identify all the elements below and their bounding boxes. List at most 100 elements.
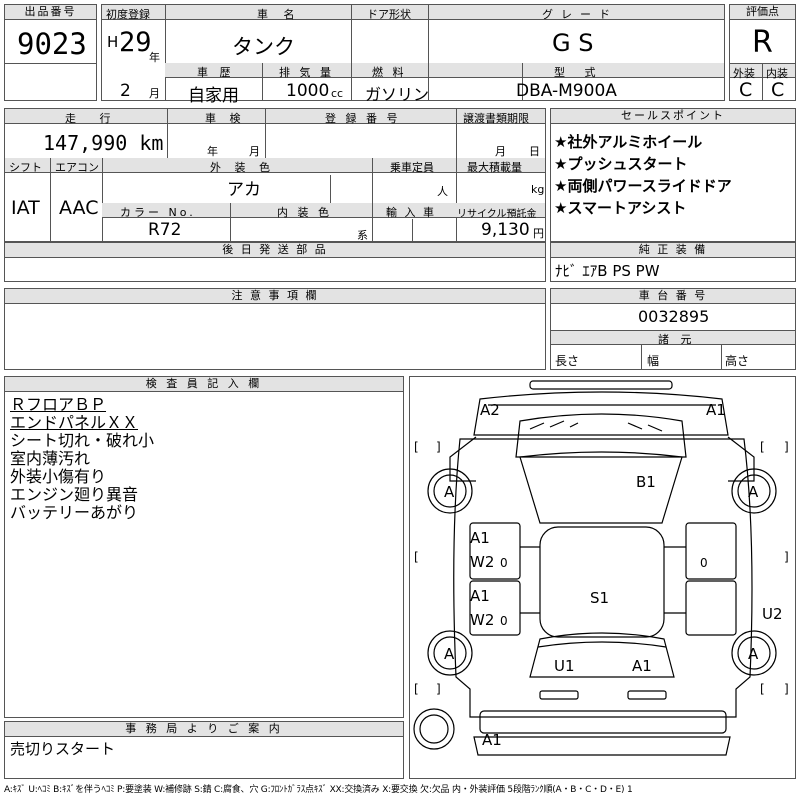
model-value: DBA-M900A — [516, 81, 617, 101]
equipment-value: ﾅﾋﾞ ｴｱB PS PW — [555, 262, 660, 280]
damage-mark: A — [444, 483, 455, 501]
sales-point: ★プッシュスタート — [554, 155, 688, 173]
fuel-value: ガソリン — [365, 85, 430, 104]
damage-mark: A1 — [706, 401, 726, 419]
lot-label: 出品番号 — [5, 5, 96, 20]
chassis-label: 車 台 番 号 — [551, 289, 795, 304]
vehicle-detail-box: 走 行 車 検 登 録 番 号 譲渡書類期限 147,990 km 年 月 月 … — [4, 108, 546, 242]
max-load-label: 最大積載量 — [467, 161, 522, 174]
bracket: ] — [436, 440, 441, 454]
damage-mark: A — [444, 645, 455, 663]
max-load-unit: kg — [531, 183, 545, 196]
inspector-line: 外装小傷有り — [10, 467, 107, 486]
equipment-box: 純 正 装 備 ﾅﾋﾞ ｴｱB PS PW — [550, 242, 796, 282]
chassis-value: 0032895 — [638, 307, 710, 326]
later-parts-box: 後 日 発 送 部 品 — [4, 242, 546, 282]
inspector-box: 検 査 員 記 入 欄 ＲフロアＢＰ エンドパネルＸＸ シート切れ・破れ小 室内… — [4, 376, 404, 718]
car-diagram-box: A2 A1 B1 A A A1 W2 0 A1 W2 0 S1 0 U2 A A… — [409, 376, 796, 779]
history-value: 自家用 — [188, 86, 239, 106]
damage-mark: W2 — [470, 611, 494, 629]
color-no-value: R72 — [148, 220, 182, 240]
notes-label: 注 意 事 項 欄 — [5, 289, 545, 304]
int-grade-label: 内装 — [766, 67, 788, 80]
sales-points-box: セールスポイント ★社外アルミホイール ★プッシュスタート ★両側パワースライド… — [550, 108, 796, 242]
bracket: ] — [784, 440, 789, 454]
recycle-label: リサイクル預託金 — [457, 209, 537, 220]
chassis-box: 車 台 番 号 0032895 諸 元 長さ 幅 高さ — [550, 288, 796, 370]
damage-mark: S1 — [590, 589, 609, 607]
transfer-month-unit: 月 — [495, 145, 506, 158]
recycle-value: 9,130 — [481, 220, 530, 240]
inspection-month-unit: 月 — [249, 145, 260, 158]
damage-mark: 0 — [500, 556, 508, 570]
ext-grade-label: 外装 — [733, 67, 755, 80]
capacity-unit: 人 — [437, 185, 448, 198]
inspector-label: 検 査 員 記 入 欄 — [5, 377, 403, 392]
fuel-label: 燃 料 — [372, 66, 407, 79]
ext-color-label: 外 装 色 — [210, 161, 275, 174]
bracket: [ — [414, 440, 419, 454]
mileage-label: 走 行 — [65, 112, 121, 125]
inspector-line: エンドパネルＸＸ — [10, 413, 139, 432]
transfer-day-unit: 日 — [529, 145, 540, 158]
sales-points-label: セールスポイント — [551, 109, 795, 124]
displacement-unit: cc — [331, 87, 344, 100]
shift-label: シフト — [9, 161, 42, 174]
bracket: ] — [784, 682, 789, 696]
height-label: 高さ — [725, 354, 750, 368]
damage-mark: A1 — [632, 657, 652, 675]
lot-number: 9023 — [17, 27, 87, 61]
inspector-line: シート切れ・破れ小 — [10, 431, 155, 450]
sales-point: ★両側パワースライドドア — [554, 177, 732, 195]
bracket: ] — [436, 682, 441, 696]
main-info-box: 初度登録 車 名 ドア形状 グレード H 29 年 タンク G S 車 歴 排 … — [101, 4, 725, 106]
damage-mark: A2 — [480, 401, 500, 419]
displacement-value: 1000 — [286, 81, 330, 101]
damage-mark: U2 — [762, 605, 783, 623]
displacement-label: 排 気 量 — [279, 66, 334, 79]
damage-mark: A — [748, 483, 759, 501]
lot-box: 出品番号 9023 — [4, 4, 97, 101]
notes-box: 注 意 事 項 欄 — [4, 288, 546, 370]
inspector-line: エンジン廻り異音 — [10, 485, 139, 504]
car-diagram: A2 A1 B1 A A A1 W2 0 A1 W2 0 S1 0 U2 A A… — [413, 380, 789, 756]
first-reg-label: 初度登録 — [106, 8, 150, 21]
bracket: [ — [760, 440, 765, 454]
damage-mark: A — [748, 645, 759, 663]
reg-month: 2 — [120, 81, 131, 101]
legend: A:ｷｽﾞ U:ﾍｺﾐ B:ｷｽﾞを伴うﾍｺﾐ P:要塗装 W:補修跡 S:錆 … — [4, 785, 633, 795]
year-unit: 年 — [149, 51, 160, 64]
inspector-line: ＲフロアＢＰ — [10, 395, 107, 414]
office-value: 売切りスタート — [10, 740, 116, 758]
mileage-value: 147,990 km — [43, 131, 164, 155]
capacity-label: 乗車定員 — [390, 161, 434, 174]
aircon-label: エアコン — [55, 161, 99, 174]
length-label: 長さ — [555, 354, 580, 368]
reg-year: 29 — [119, 27, 152, 58]
score-value: R — [752, 25, 773, 60]
bracket: [ — [414, 550, 419, 564]
ext-color-value: アカ — [227, 180, 261, 200]
damage-mark: 0 — [700, 556, 708, 570]
later-parts-label: 後 日 発 送 部 品 — [5, 243, 545, 258]
damage-mark: B1 — [636, 473, 656, 491]
door-label: ドア形状 — [367, 8, 411, 21]
int-color-unit: 系 — [357, 229, 368, 242]
model-label: 型 式 — [554, 66, 604, 79]
shift-value: IAT — [11, 197, 40, 219]
score-label: 評価点 — [730, 5, 795, 20]
history-label: 車 歴 — [197, 66, 235, 79]
sales-point: ★社外アルミホイール — [554, 133, 703, 151]
month-unit: 月 — [149, 87, 160, 100]
grade-label: グレード — [542, 8, 618, 21]
damage-mark: A1 — [470, 587, 490, 605]
ext-grade-value: C — [739, 79, 753, 101]
width-label: 幅 — [647, 354, 660, 368]
damage-mark: U1 — [554, 657, 575, 675]
office-box: 事 務 局 よ り ご 案 内 売切りスタート — [4, 721, 404, 779]
bracket: [ — [760, 682, 765, 696]
color-no-label: カラー No. — [120, 206, 196, 219]
damage-mark: A1 — [470, 529, 490, 547]
damage-mark: 0 — [500, 614, 508, 628]
sales-point: ★スマートアシスト — [554, 199, 687, 217]
